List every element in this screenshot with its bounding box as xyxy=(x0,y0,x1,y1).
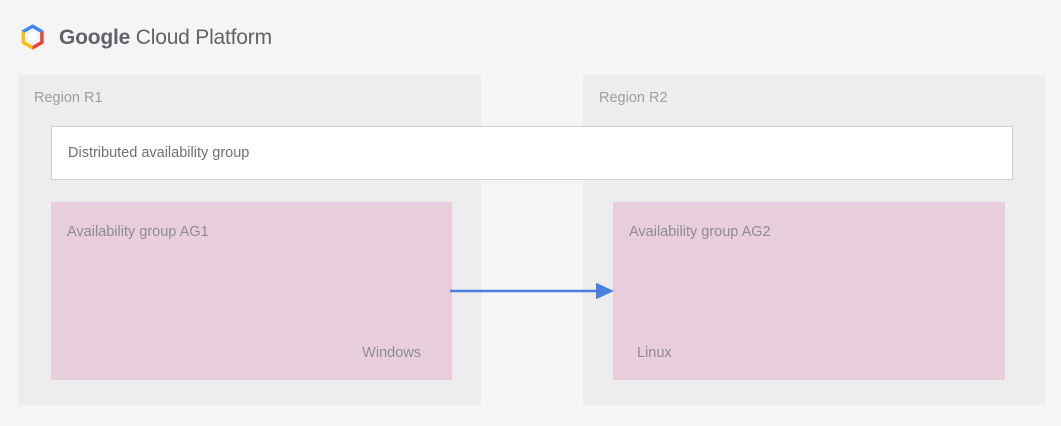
distributed-availability-group-box: Distributed availability group xyxy=(51,126,1013,180)
brand-title: Google Cloud Platform xyxy=(59,27,272,48)
google-cloud-platform-logo-icon xyxy=(21,24,44,50)
os-label-linux: Linux xyxy=(637,345,672,361)
os-label-windows: Windows xyxy=(362,345,421,361)
availability-group-box-ag2: Availability group AG2 Linux xyxy=(613,202,1005,380)
region-label-r1: Region R1 xyxy=(34,90,103,106)
availability-group-label-ag2: Availability group AG2 xyxy=(629,224,771,240)
brand-title-light: Cloud Platform xyxy=(135,25,272,49)
brand-title-strong: Google xyxy=(59,25,131,49)
distributed-availability-group-label: Distributed availability group xyxy=(68,145,250,161)
region-label-r2: Region R2 xyxy=(599,90,668,106)
availability-group-label-ag1: Availability group AG1 xyxy=(67,224,209,240)
availability-group-box-ag1: Availability group AG1 Windows xyxy=(51,202,452,380)
gcp-branding-header: Google Cloud Platform xyxy=(18,14,272,60)
replication-right-arrow-icon xyxy=(450,282,614,300)
